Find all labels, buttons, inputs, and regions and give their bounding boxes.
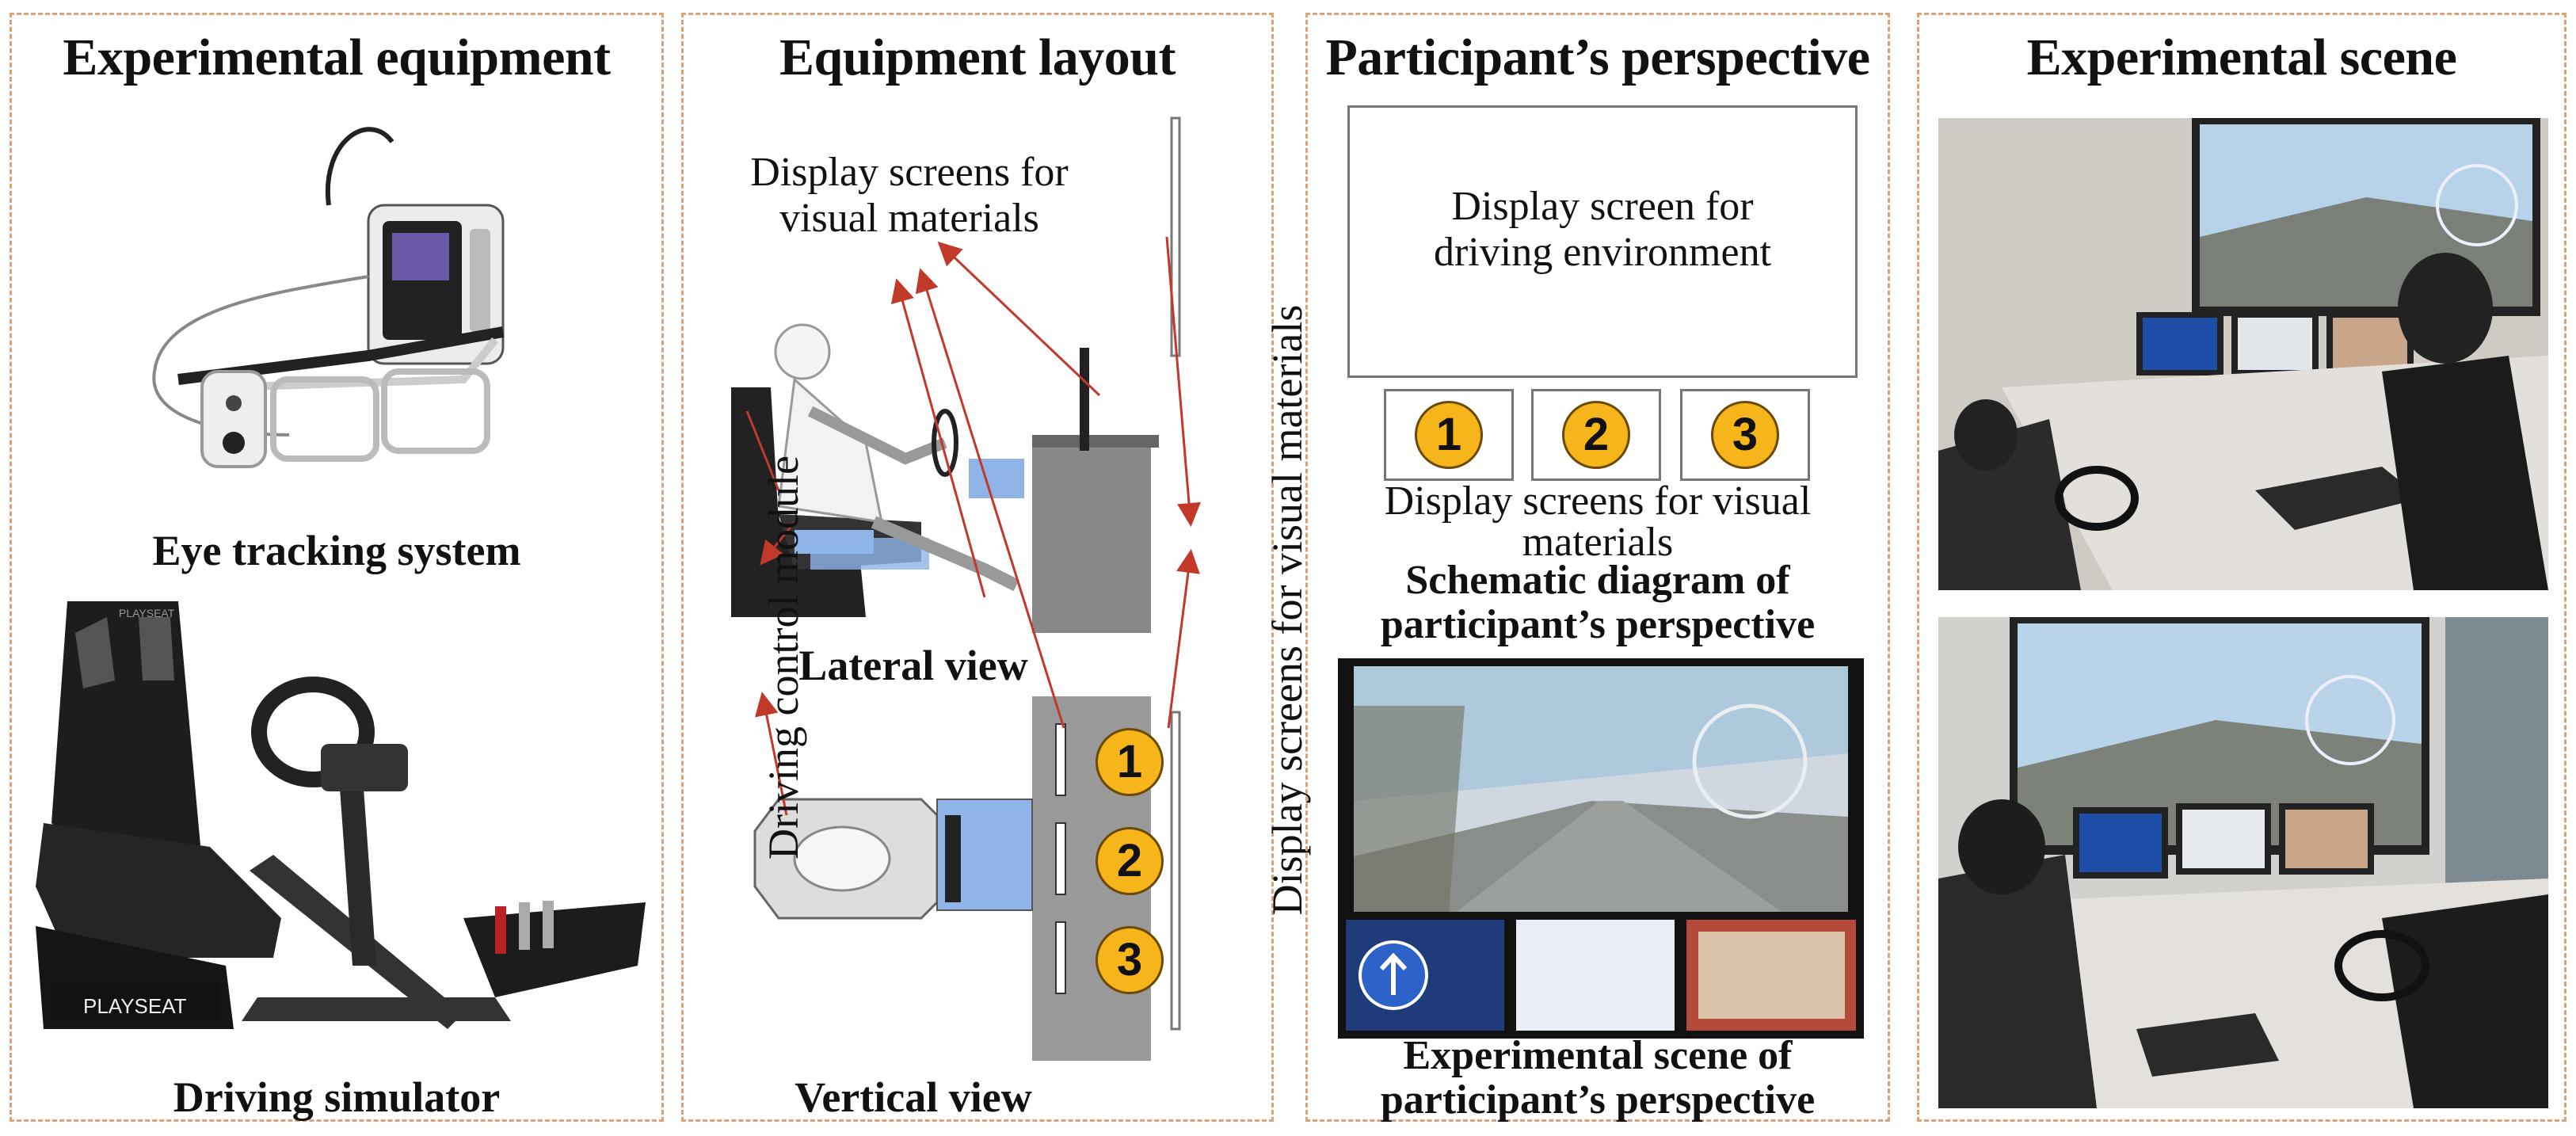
panel-experimental-equipment: Experimental equipment Eye tracking syst… xyxy=(10,13,664,1122)
visual-screen-box: 3 xyxy=(1680,389,1810,481)
driving-screen-box: Display screen for driving environment xyxy=(1347,105,1858,378)
driving-simulator-image: PLAYSEAT PLAYSEAT xyxy=(20,585,661,1069)
panel-equipment-layout: Equipment layout Display screens for vis… xyxy=(681,13,1311,1122)
screen-number-badge: 2 xyxy=(1562,401,1630,469)
playseat-logo: PLAYSEAT xyxy=(83,994,187,1018)
lateral-view-caption: Lateral view xyxy=(798,642,1028,689)
vertical-view-caption: Vertical view xyxy=(795,1073,1032,1121)
driving-simulator-caption: Driving simulator xyxy=(173,1073,501,1121)
driving-screen-label: Display screen for driving environment xyxy=(1433,184,1772,276)
display-screens-vertical-label: Display screens for visual materials xyxy=(1263,304,1311,916)
participant-view-photo xyxy=(1338,658,1864,1039)
schematic-caption: Schematic diagram of participant’s persp… xyxy=(1380,558,1816,648)
screen-number-badge: 2 xyxy=(1096,827,1164,895)
layout-diagram xyxy=(731,116,1201,1061)
eye-tracking-caption: Eye tracking system xyxy=(152,527,521,574)
scene-caption: Experimental scene of participant’s pers… xyxy=(1380,1033,1816,1123)
visual-screens-label: Display screens for visual materials xyxy=(1384,478,1812,565)
visual-screen-box: 1 xyxy=(1384,389,1514,481)
visual-screen-box: 2 xyxy=(1531,389,1661,481)
panel-title: Experimental scene xyxy=(2026,29,2457,86)
panel-experimental-scene: Experimental scene xyxy=(1917,13,2566,1122)
panel-title: Experimental equipment xyxy=(63,29,611,86)
display-screens-label: Display screens for visual materials xyxy=(750,150,1069,242)
panel-title: Participant’s perspective xyxy=(1325,29,1870,86)
panel-title: Equipment layout xyxy=(779,29,1176,86)
experimental-scene-photo-2 xyxy=(1938,617,2548,1108)
panel-participant-perspective: Participant’s perspective Display screen… xyxy=(1305,13,1890,1123)
seat-brand-label: PLAYSEAT xyxy=(119,607,175,619)
screen-number-badge: 3 xyxy=(1711,401,1779,469)
screen-number-badge: 1 xyxy=(1415,401,1483,469)
eye-tracker-image xyxy=(131,118,511,514)
screen-number-badge: 3 xyxy=(1096,926,1164,994)
experimental-scene-photo-1 xyxy=(1938,118,2548,590)
screen-number-badge: 1 xyxy=(1096,728,1164,796)
